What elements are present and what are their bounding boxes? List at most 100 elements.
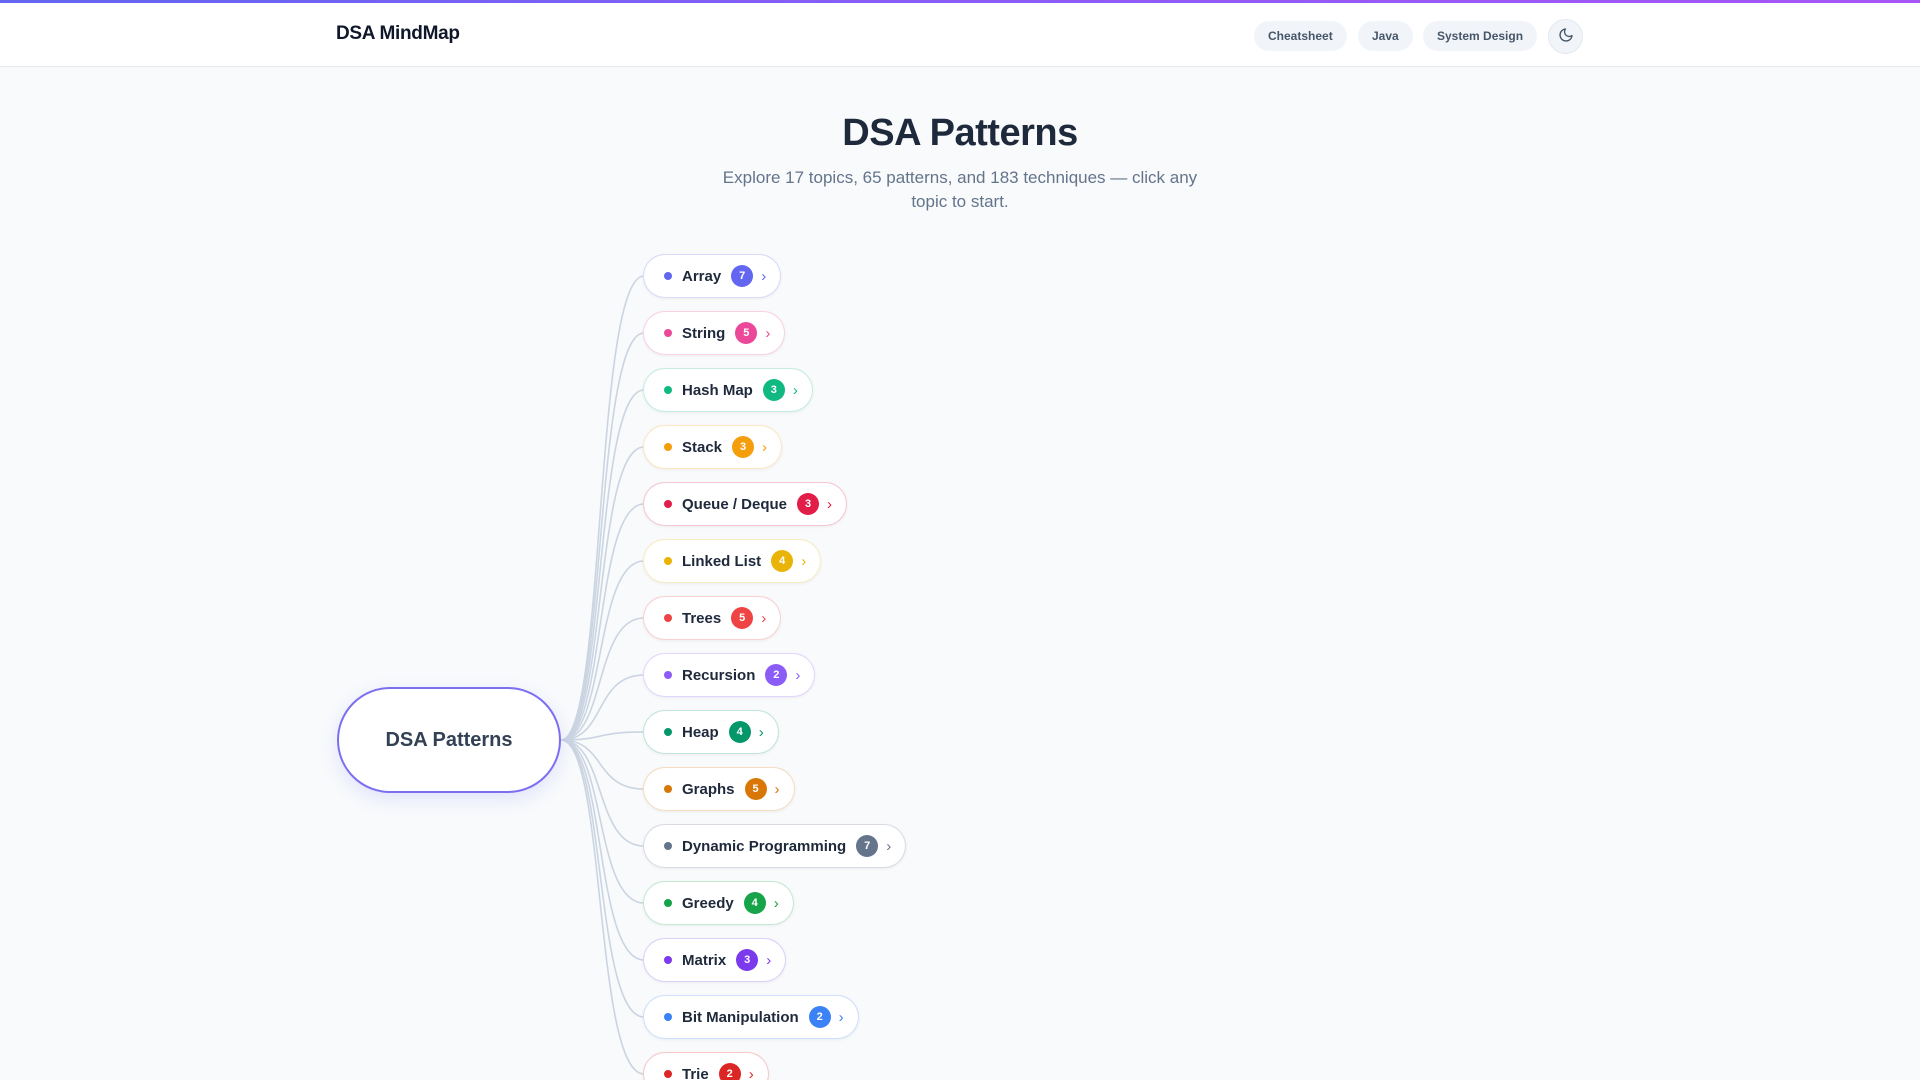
- topic-node-array[interactable]: Array 7 ›: [643, 254, 782, 298]
- topic-color-dot: [664, 557, 672, 565]
- connector-line: [560, 739, 645, 1018]
- topic-label: Hash Map: [682, 381, 753, 399]
- page-title: DSA Patterns: [842, 112, 1078, 154]
- chevron-right-icon: ›: [795, 666, 801, 684]
- connector-line: [560, 617, 645, 741]
- topic-count-badge: 3: [736, 949, 759, 971]
- topic-count-badge: 3: [762, 379, 785, 401]
- connector-line: [560, 389, 645, 741]
- topic-color-dot: [664, 842, 672, 850]
- connector-line: [560, 731, 645, 741]
- chevron-right-icon: ›: [761, 267, 767, 285]
- topic-label: Greedy: [682, 894, 734, 912]
- topic-node-greedy[interactable]: Greedy 4 ›: [643, 881, 794, 925]
- chevron-right-icon: ›: [761, 609, 767, 627]
- topic-node-trees[interactable]: Trees 5 ›: [643, 596, 782, 640]
- topic-label: Trees: [682, 609, 722, 627]
- connector-line: [560, 332, 645, 741]
- topic-count-badge: 4: [728, 721, 751, 743]
- chevron-right-icon: ›: [827, 495, 833, 513]
- topic-count-badge: 2: [765, 664, 788, 686]
- topic-color-dot: [664, 728, 672, 736]
- nav-link-java[interactable]: Java: [1358, 21, 1413, 51]
- moon-icon: [1558, 27, 1574, 46]
- connector-line: [560, 739, 645, 790]
- topic-label: Heap: [682, 723, 719, 741]
- connector-line: [560, 739, 645, 1075]
- chevron-right-icon: ›: [762, 438, 768, 456]
- connector-line: [560, 739, 645, 847]
- topic-node-linked-list[interactable]: Linked List 4 ›: [643, 539, 822, 583]
- topic-count-badge: 7: [856, 835, 879, 857]
- topic-label: Matrix: [682, 951, 727, 969]
- topic-node-bit-manipulation[interactable]: Bit Manipulation 2 ›: [643, 995, 859, 1039]
- top-accent-bar: [0, 0, 1920, 3]
- topic-count-badge: 5: [744, 778, 767, 800]
- brand-logo[interactable]: DSA MindMap: [336, 23, 460, 44]
- topic-color-dot: [664, 272, 672, 280]
- topic-color-dot: [664, 1013, 672, 1021]
- root-label: DSA Patterns: [385, 728, 513, 751]
- topic-count-badge: 3: [797, 493, 820, 515]
- topic-node-heap[interactable]: Heap 4 ›: [643, 710, 779, 754]
- chevron-right-icon: ›: [773, 894, 779, 912]
- topic-node-dynamic-programming[interactable]: Dynamic Programming 7 ›: [643, 824, 907, 868]
- topic-color-dot: [664, 500, 672, 508]
- topic-label: Trie: [682, 1065, 709, 1080]
- topic-node-queue-deque[interactable]: Queue / Deque 3 ›: [643, 482, 848, 526]
- connector-line: [560, 446, 645, 741]
- topic-label: Array: [682, 267, 722, 285]
- nav-link-system-design[interactable]: System Design: [1423, 21, 1538, 51]
- connector-line: [560, 275, 645, 741]
- chevron-right-icon: ›: [792, 381, 798, 399]
- topic-label: Recursion: [682, 666, 756, 684]
- connector-line: [560, 739, 645, 904]
- connector-line: [560, 560, 645, 741]
- chevron-right-icon: ›: [765, 324, 771, 342]
- topic-label: Dynamic Programming: [682, 837, 847, 855]
- topic-node-recursion[interactable]: Recursion 2 ›: [643, 653, 816, 697]
- topic-count-badge: 2: [718, 1063, 741, 1080]
- nav-link-cheatsheet[interactable]: Cheatsheet: [1254, 21, 1347, 51]
- topic-label: String: [682, 324, 726, 342]
- topic-node-trie[interactable]: Trie 2 ›: [643, 1052, 769, 1080]
- topic-count-badge: 4: [743, 892, 766, 914]
- chevron-right-icon: ›: [748, 1065, 754, 1080]
- theme-toggle-button[interactable]: [1548, 19, 1583, 54]
- topic-color-dot: [664, 956, 672, 964]
- chevron-right-icon: ›: [886, 837, 892, 855]
- topic-count-badge: 4: [771, 550, 794, 572]
- connector-line: [560, 503, 645, 741]
- topic-color-dot: [664, 671, 672, 679]
- topic-count-badge: 7: [731, 265, 754, 287]
- topic-count-badge: 3: [732, 436, 755, 458]
- chevron-right-icon: ›: [838, 1008, 844, 1026]
- topic-color-dot: [664, 1070, 672, 1078]
- topic-node-string[interactable]: String 5 ›: [643, 311, 786, 355]
- topic-node-stack[interactable]: Stack 3 ›: [643, 425, 783, 469]
- topic-node-matrix[interactable]: Matrix 3 ›: [643, 938, 787, 982]
- topic-color-dot: [664, 443, 672, 451]
- mindmap-root-node[interactable]: DSA Patterns: [337, 687, 561, 793]
- topic-node-hash-map[interactable]: Hash Map 3 ›: [643, 368, 813, 412]
- chevron-right-icon: ›: [758, 723, 764, 741]
- topic-count-badge: 2: [808, 1006, 831, 1028]
- navbar: DSA MindMap Cheatsheet Java System Desig…: [0, 3, 1920, 67]
- connector-line: [560, 674, 645, 741]
- chevron-right-icon: ›: [766, 951, 772, 969]
- topic-color-dot: [664, 329, 672, 337]
- topic-label: Linked List: [682, 552, 762, 570]
- topic-count-badge: 5: [731, 607, 754, 629]
- topic-color-dot: [664, 614, 672, 622]
- chevron-right-icon: ›: [801, 552, 807, 570]
- topic-count-badge: 5: [735, 322, 758, 344]
- topic-color-dot: [664, 785, 672, 793]
- topic-label: Graphs: [682, 780, 735, 798]
- topic-color-dot: [664, 899, 672, 907]
- topic-label: Bit Manipulation: [682, 1008, 799, 1026]
- topic-label: Stack: [682, 438, 723, 456]
- connector-line: [560, 739, 645, 961]
- topic-label: Queue / Deque: [682, 495, 788, 513]
